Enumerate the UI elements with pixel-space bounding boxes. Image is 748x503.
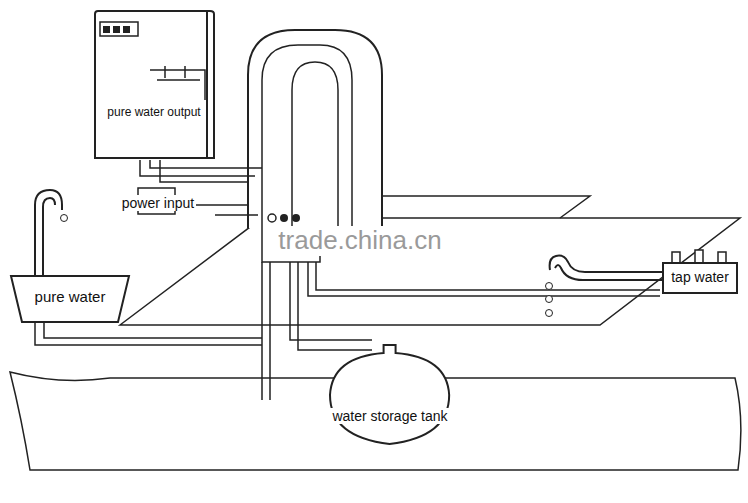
node-text: pure water output xyxy=(105,106,202,120)
pipe-fitting xyxy=(280,214,288,222)
water-drop xyxy=(546,283,553,290)
wall-unit-box: pure water output xyxy=(93,10,215,160)
pure-water-faucet xyxy=(35,190,62,275)
power-label: power input xyxy=(120,195,196,211)
indicator-light xyxy=(103,26,110,33)
water-drop xyxy=(546,310,553,317)
pipe-fitting xyxy=(292,214,300,222)
pipe-fitting xyxy=(268,214,276,222)
node-text: tap water xyxy=(669,269,731,285)
outline-path xyxy=(11,276,129,322)
tap-faucet xyxy=(550,256,662,280)
purifier-inner-arch xyxy=(262,45,352,228)
outline-path xyxy=(95,11,214,158)
watermark: trade.china.cn xyxy=(276,226,443,256)
water-drop xyxy=(546,296,553,303)
purifier-housing xyxy=(248,30,382,228)
outline-path xyxy=(663,263,737,293)
node-text: water storage tank xyxy=(330,408,449,424)
counter-top xyxy=(120,218,740,325)
tap-box-knobs xyxy=(672,250,726,262)
water-drop xyxy=(61,215,68,222)
node-outline xyxy=(93,10,215,160)
node-outline xyxy=(324,345,455,445)
indicator-light xyxy=(123,26,130,33)
pure-water-basin: pure water xyxy=(10,275,130,323)
indicator-light xyxy=(113,26,120,33)
counter-back-edge xyxy=(380,196,590,218)
tap-water-box: tap water xyxy=(662,262,738,294)
storage-tank: water storage tank xyxy=(324,345,455,445)
unit-panel-lines xyxy=(100,22,205,100)
outline-path xyxy=(330,345,449,444)
node-text: pure water xyxy=(33,288,108,305)
